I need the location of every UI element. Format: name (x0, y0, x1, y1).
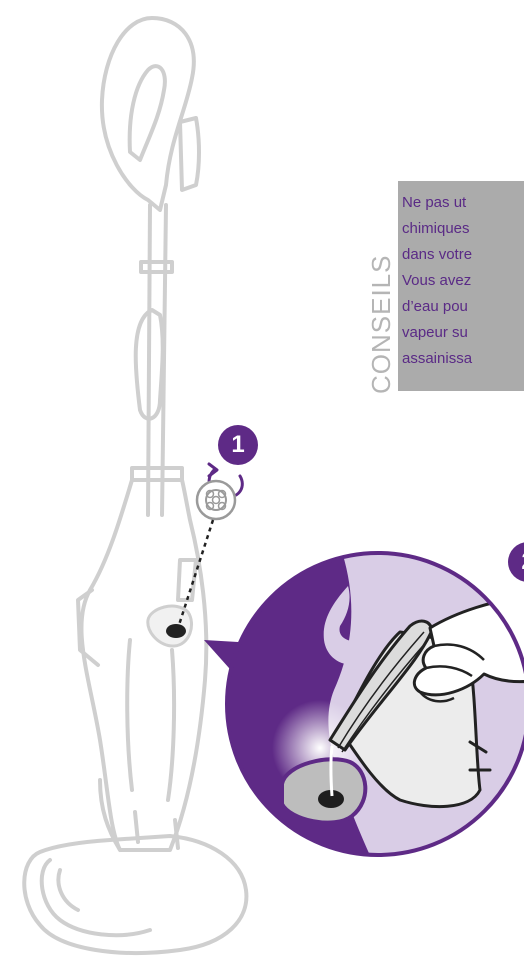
tip-line: dans votre (402, 242, 524, 268)
tip-box: Ne pas ut chimiques dans votre Vous avez… (398, 181, 524, 391)
tip-line: vapeur su (402, 320, 524, 346)
tip-line: Ne pas ut (402, 190, 524, 216)
filler-cap (197, 481, 235, 519)
tip-line: Vous avez (402, 268, 524, 294)
step-1-badge: 1 (218, 425, 258, 465)
water-inlet (148, 606, 192, 646)
tip-line: d’eau pou (402, 294, 524, 320)
conseils-side-label: CONSEILS (366, 255, 396, 395)
tip-line: assainissa (402, 346, 524, 372)
tip-line: chimiques (402, 216, 524, 242)
